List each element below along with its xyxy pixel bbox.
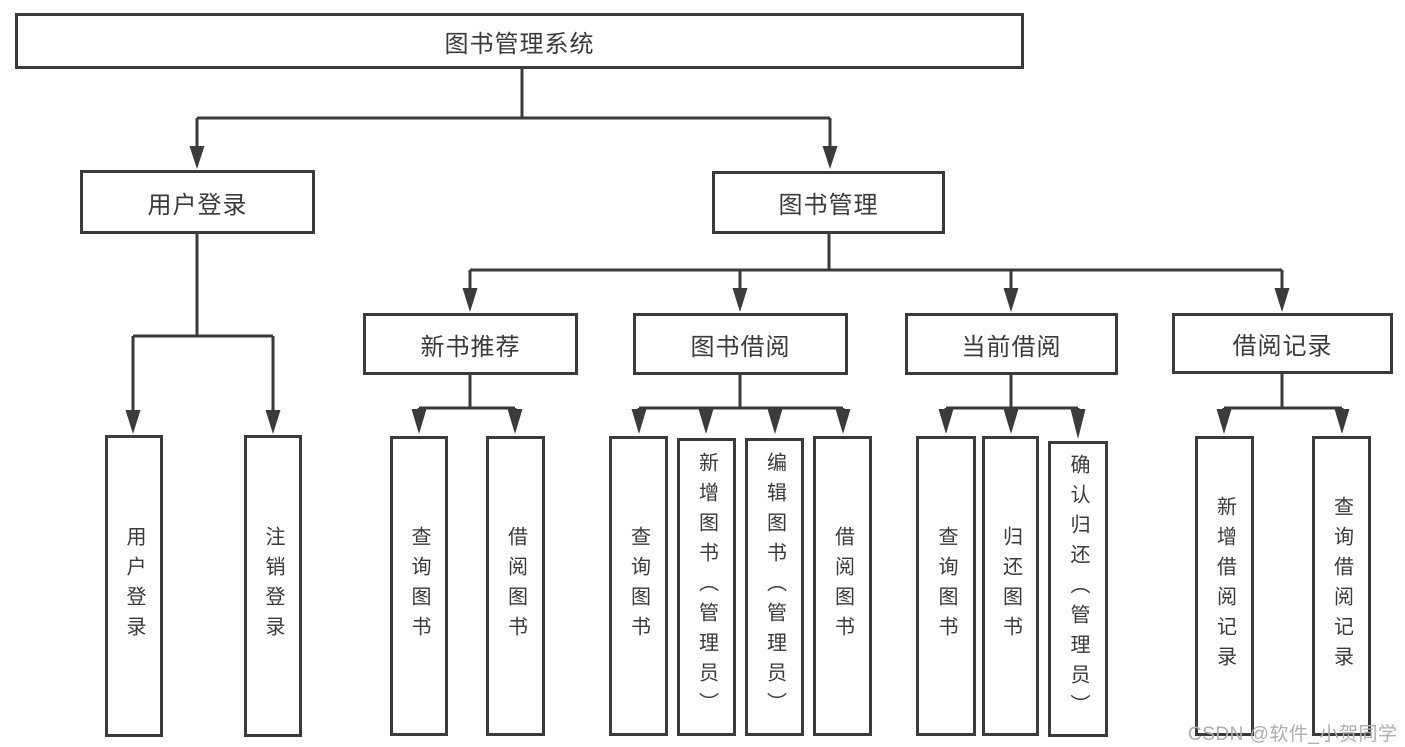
leaf-add-books-admin: 新增图书（管理员） (677, 438, 736, 736)
node-user-login-label: 用户登录 (147, 191, 248, 219)
leaf-query-borrow-record-label: 查询借阅记录 (1330, 496, 1353, 676)
leaf-query-books-recommend-label: 查询图书 (408, 526, 430, 646)
leaf-borrow-books: 借阅图书 (813, 436, 872, 736)
leaf-add-borrow-record: 新增借阅记录 (1195, 436, 1254, 736)
connector-book-borrow-to-leaves (631, 375, 851, 434)
leaf-user-login-label: 用户登录 (123, 526, 145, 646)
connector-book-management-to-level3 (462, 234, 1290, 312)
leaf-query-books-current-label: 查询图书 (935, 526, 957, 646)
connector-current-borrow-to-leaves (938, 375, 1086, 439)
connector-root-to-level2 (189, 69, 838, 169)
node-borrow-records-label: 借阅记录 (1232, 333, 1333, 360)
leaf-borrow-books-label: 借阅图书 (831, 526, 854, 646)
node-book-management: 图书管理 (712, 171, 945, 234)
leaf-query-borrow-record: 查询借阅记录 (1312, 436, 1371, 736)
connector-new-book-recommend-to-leaves (411, 375, 523, 434)
leaf-query-books-recommend: 查询图书 (390, 436, 448, 736)
leaf-add-books-admin-label: 新增图书（管理员） (695, 452, 718, 722)
leaf-query-books-current: 查询图书 (916, 436, 976, 736)
leaf-query-books-borrow: 查询图书 (609, 436, 668, 736)
leaf-edit-books-admin-label: 编辑图书（管理员） (763, 452, 786, 722)
node-borrow-records: 借阅记录 (1172, 313, 1393, 374)
leaf-edit-books-admin: 编辑图书（管理员） (745, 438, 804, 736)
node-book-borrow-label: 图书借阅 (690, 333, 791, 361)
node-book-management-label: 图书管理 (778, 192, 879, 219)
leaf-confirm-return-admin-label: 确认归还（管理员） (1067, 454, 1089, 724)
leaf-logout-label: 注销登录 (262, 526, 284, 646)
node-user-login: 用户登录 (80, 170, 315, 234)
connector-borrow-records-to-leaves (1216, 374, 1350, 434)
leaf-return-books-label: 归还图书 (999, 526, 1022, 646)
leaf-confirm-return-admin: 确认归还（管理员） (1048, 441, 1108, 737)
node-new-book-recommend-label: 新书推荐 (420, 333, 521, 361)
connector-user-login-to-leaves (125, 234, 281, 434)
leaf-return-books: 归还图书 (982, 436, 1039, 736)
node-current-borrow: 当前借阅 (905, 313, 1118, 375)
leaf-query-books-borrow-label: 查询图书 (627, 526, 650, 646)
leaf-logout: 注销登录 (244, 435, 302, 737)
node-current-borrow-label: 当前借阅 (961, 333, 1062, 361)
node-book-borrow: 图书借阅 (633, 313, 848, 375)
node-root-system: 图书管理系统 (15, 13, 1024, 69)
leaf-borrow-books-recommend-label: 借阅图书 (504, 526, 527, 646)
node-new-book-recommend: 新书推荐 (363, 313, 578, 375)
csdn-watermark: CSDN @软件_小贺同学 (1188, 724, 1398, 745)
leaf-user-login: 用户登录 (105, 435, 163, 737)
leaf-add-borrow-record-label: 新增借阅记录 (1213, 496, 1236, 676)
leaf-borrow-books-recommend: 借阅图书 (486, 436, 545, 736)
node-root-system-label: 图书管理系统 (444, 30, 595, 58)
